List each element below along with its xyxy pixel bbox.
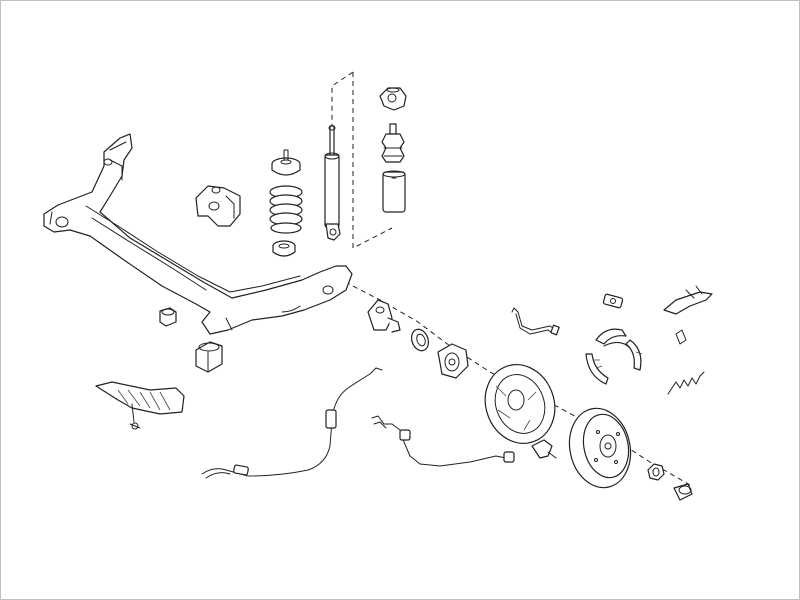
wheel-cylinder xyxy=(602,293,624,309)
handbrake-cable xyxy=(201,367,383,479)
strut-top-mount xyxy=(379,87,407,111)
coil-spring xyxy=(269,185,303,234)
upper-spring-seat xyxy=(271,149,301,176)
spring-mount-bracket xyxy=(195,185,241,227)
axle-nut xyxy=(647,463,665,481)
underbody-heat-shield xyxy=(95,381,185,430)
brake-drum xyxy=(568,407,632,489)
brake-adjuster xyxy=(663,285,713,345)
brake-hose xyxy=(511,307,560,336)
dust-cover xyxy=(382,170,406,213)
leader-lines xyxy=(331,71,691,486)
axle-bushing-small xyxy=(159,307,177,327)
wheel-hub xyxy=(437,343,469,379)
axle-bushing-large xyxy=(195,341,223,373)
wheel-bearing xyxy=(410,328,430,352)
shock-absorber xyxy=(324,125,341,241)
stub-axle xyxy=(367,299,401,333)
abs-sensor xyxy=(371,415,515,467)
brake-shoes xyxy=(585,328,643,385)
lower-spring-seat xyxy=(272,240,296,257)
brake-return-spring xyxy=(667,371,705,395)
bump-stop xyxy=(381,123,405,163)
hub-dust-cap xyxy=(673,483,693,501)
rear-axle-beam xyxy=(43,133,353,335)
abs-sensor-bracket xyxy=(531,439,557,459)
brake-backing-plate xyxy=(484,364,556,444)
